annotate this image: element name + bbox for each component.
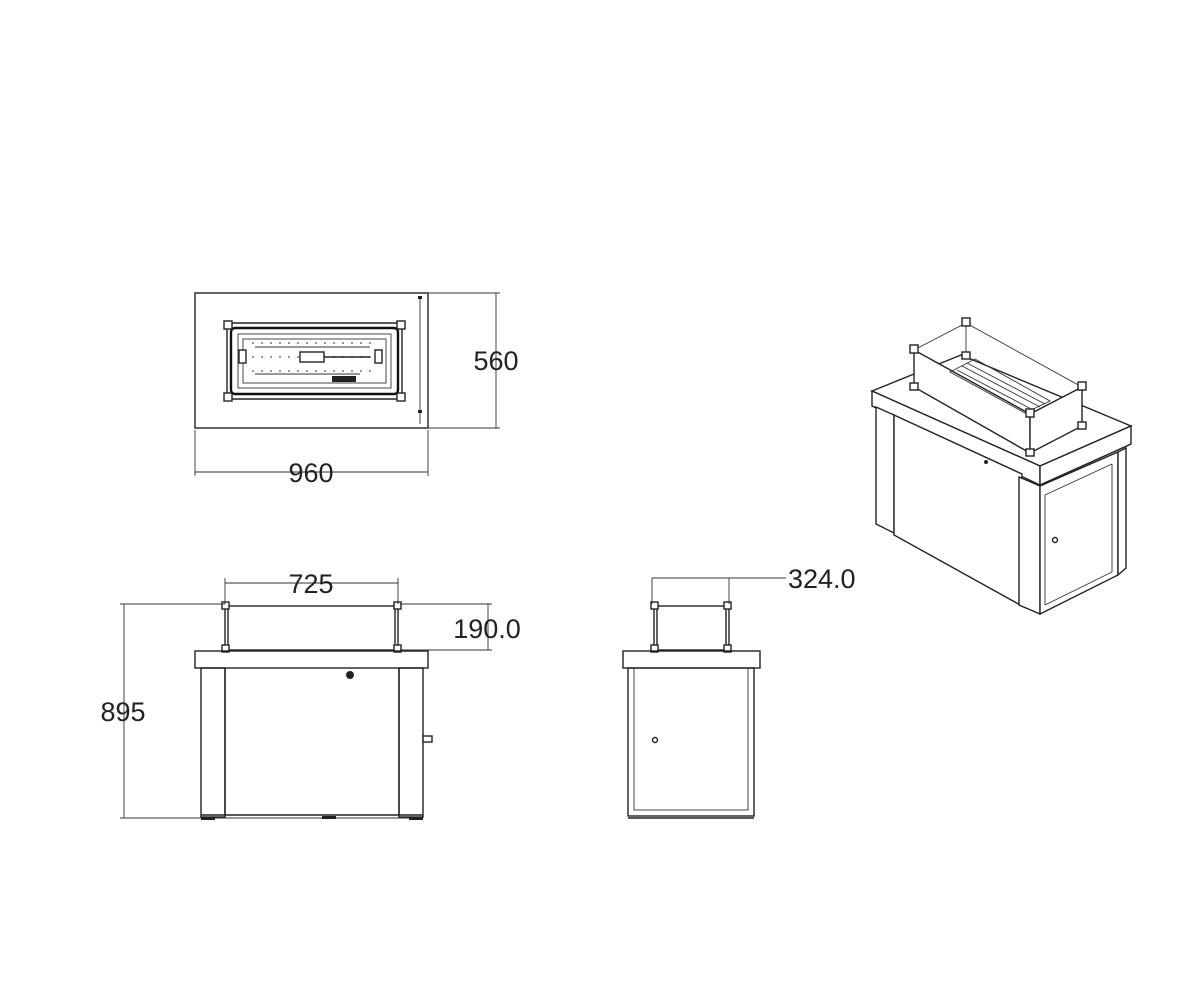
dim-glass-height: 190.0	[400, 603, 521, 651]
burner-hole	[288, 356, 290, 358]
burner-hole	[342, 370, 344, 372]
burner-hole	[297, 356, 299, 358]
dim-label-895: 895	[100, 697, 145, 727]
burner-hole	[252, 356, 254, 358]
burner-hole	[279, 356, 281, 358]
burner-hole	[333, 370, 335, 372]
burner-hole	[324, 342, 326, 344]
burner-hole	[306, 370, 308, 372]
dim-total-height: 895	[100, 603, 225, 819]
burner-hole	[324, 370, 326, 372]
dim-top-depth: 560	[428, 292, 519, 429]
dim-top-width: 960	[194, 430, 429, 488]
burner-hole	[270, 342, 272, 344]
burner-hole	[369, 342, 371, 344]
dim-label-190: 190.0	[453, 614, 521, 644]
burner-hole	[270, 356, 272, 358]
top-view	[194, 292, 429, 429]
burner-hole	[270, 370, 272, 372]
burner-hole	[297, 370, 299, 372]
burner-hole	[315, 342, 317, 344]
dim-label-324: 324.0	[788, 564, 856, 594]
burner-hole	[342, 342, 344, 344]
burner-hole	[261, 342, 263, 344]
burner-hole	[297, 342, 299, 344]
front-view	[194, 601, 433, 820]
burner-hole	[288, 342, 290, 344]
burner-hole	[369, 370, 371, 372]
dim-glass-depth: 324.0	[651, 564, 856, 604]
side-view	[622, 601, 761, 819]
dim-label-960: 960	[288, 458, 333, 488]
isometric-view	[870, 317, 1133, 616]
dim-glass-width: 725	[224, 569, 399, 604]
burner-hole	[279, 370, 281, 372]
burner-hole	[252, 370, 254, 372]
burner-hole	[261, 370, 263, 372]
burner-hole	[315, 370, 317, 372]
burner-hole	[333, 342, 335, 344]
dim-label-725: 725	[288, 569, 333, 599]
dim-label-560: 560	[473, 346, 518, 376]
burner-hole	[279, 342, 281, 344]
burner-hole	[261, 356, 263, 358]
burner-hole	[288, 370, 290, 372]
burner-hole	[306, 342, 308, 344]
burner-hole	[351, 342, 353, 344]
burner-hole	[360, 370, 362, 372]
burner-hole	[351, 370, 353, 372]
burner-hole	[360, 342, 362, 344]
burner-hole	[252, 342, 254, 344]
